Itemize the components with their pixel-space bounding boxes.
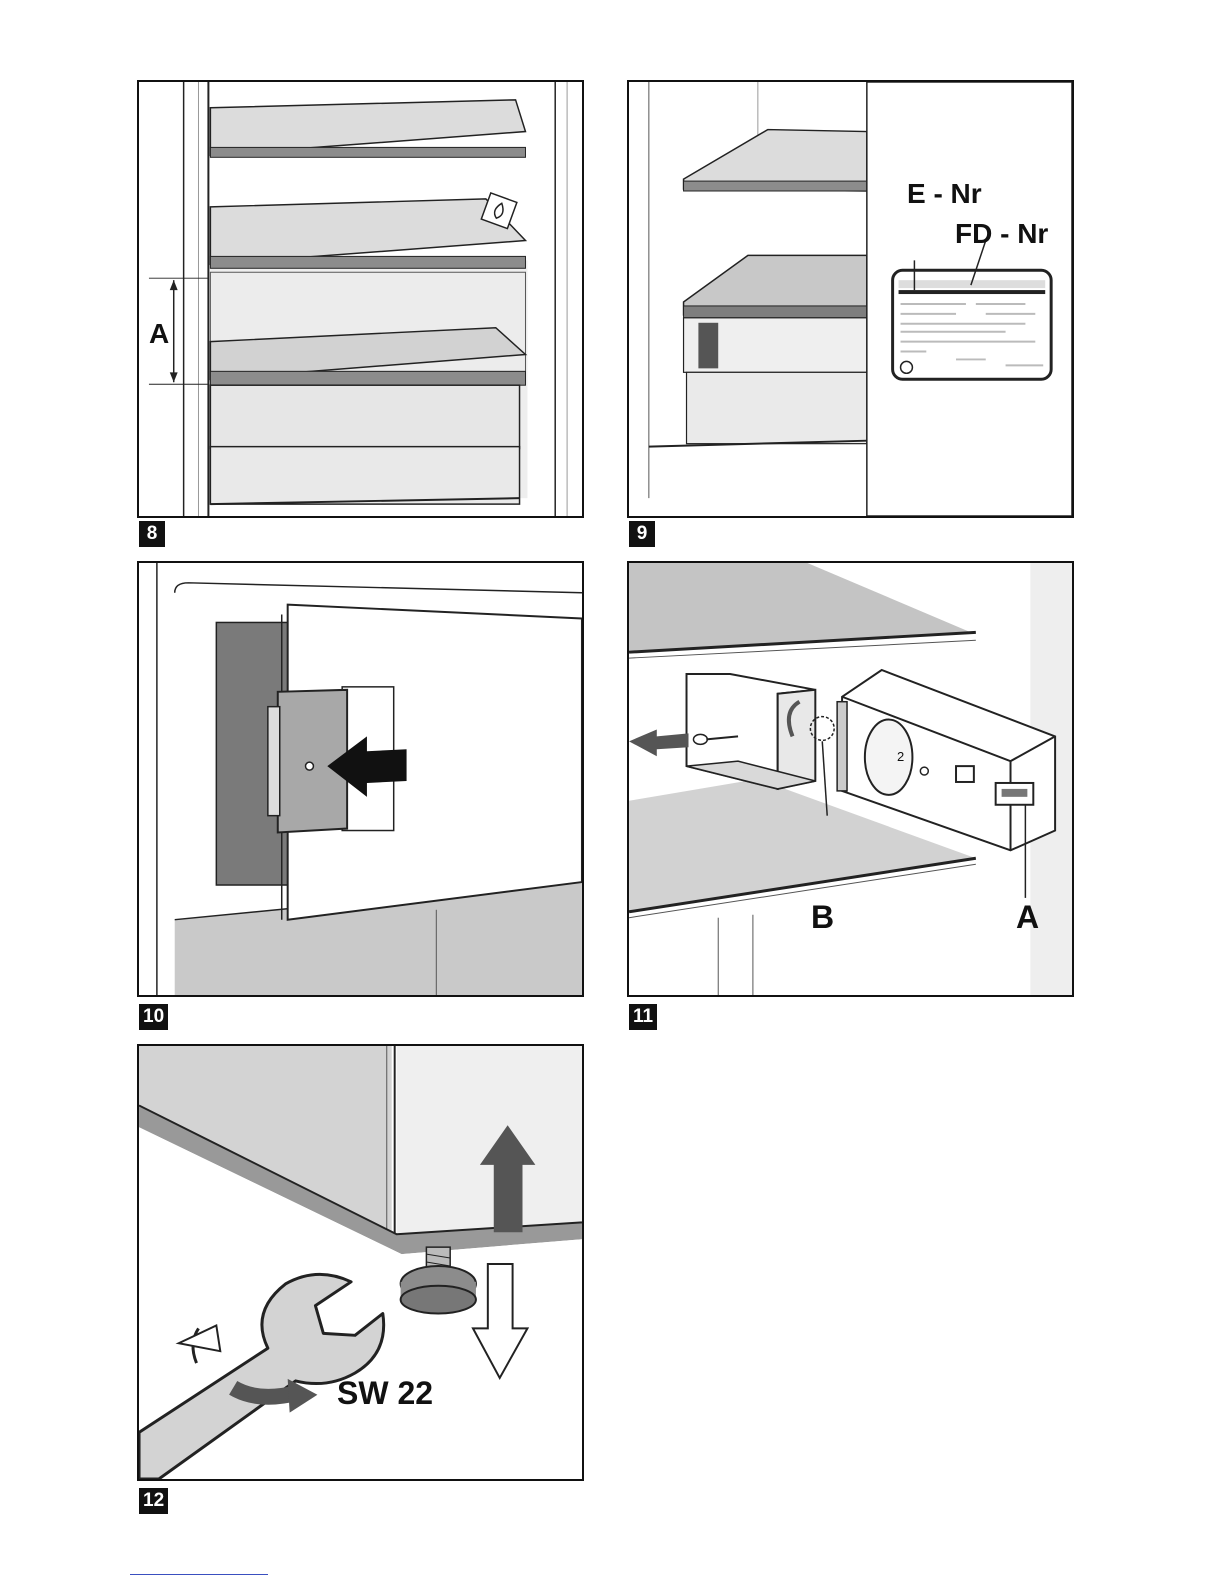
dial-number-label: 2 bbox=[897, 749, 904, 764]
figure-8-panel: A bbox=[137, 80, 584, 518]
control-unit-illustration bbox=[629, 563, 1072, 995]
fridge-shelves-illustration bbox=[139, 82, 582, 516]
mounting-bracket bbox=[687, 674, 816, 789]
figure-10-number: 10 bbox=[139, 1004, 168, 1030]
figure-11-number: 11 bbox=[629, 1004, 657, 1030]
e-nr-label: E - Nr bbox=[907, 178, 982, 210]
door-press-illustration bbox=[139, 563, 582, 995]
fd-nr-label: FD - Nr bbox=[955, 218, 1048, 250]
figure-12-panel: SW 22 bbox=[137, 1044, 584, 1481]
figure-12-number: 12 bbox=[139, 1488, 168, 1514]
figure-8-number: 8 bbox=[139, 521, 165, 547]
rating-plate-illustration bbox=[629, 82, 1072, 516]
dimension-a-label: A bbox=[149, 318, 169, 350]
leveling-foot-illustration bbox=[139, 1046, 582, 1479]
callout-b-label: B bbox=[811, 899, 834, 936]
footer-rule bbox=[130, 1574, 268, 1575]
figure-9-number: 9 bbox=[629, 521, 655, 547]
figure-11-panel: 2 B A bbox=[627, 561, 1074, 997]
figure-10-panel bbox=[137, 561, 584, 997]
figure-9-panel: E - Nr FD - Nr bbox=[627, 80, 1074, 518]
wrench-size-label: SW 22 bbox=[337, 1375, 433, 1412]
callout-a-label: A bbox=[1016, 899, 1039, 936]
